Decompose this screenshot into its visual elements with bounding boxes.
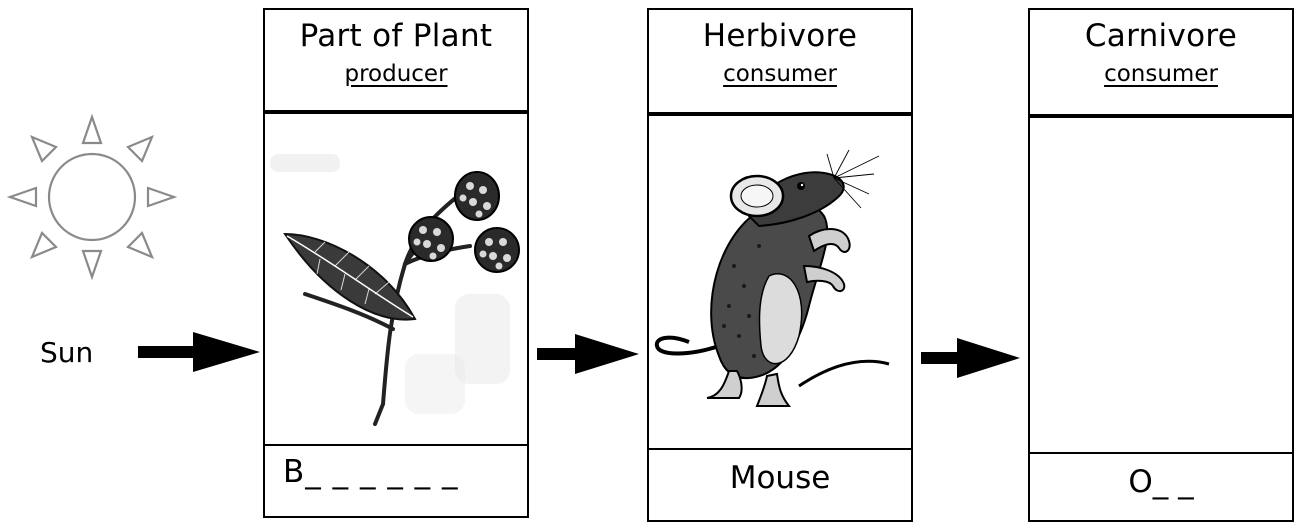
- producer-answer-box: B_ _ _ _ _ _: [263, 444, 529, 518]
- producer-title: Part of Plant: [265, 16, 527, 56]
- herbivore-title: Herbivore: [649, 16, 911, 56]
- blackberry-branch-illustration: [265, 114, 527, 444]
- producer-image-panel: [263, 112, 529, 446]
- carnivore-title: Carnivore: [1030, 16, 1292, 56]
- carnivore-image-panel: [1028, 116, 1294, 454]
- sun-icon: [0, 105, 190, 295]
- producer-header: Part of Plant producer: [263, 8, 529, 112]
- carnivore-answer: O_ _: [1128, 464, 1193, 500]
- sun-label: Sun: [40, 336, 93, 370]
- carnivore-header: Carnivore consumer: [1028, 8, 1294, 116]
- herbivore-answer-box: Mouse: [647, 448, 913, 522]
- herbivore-header: Herbivore consumer: [647, 8, 913, 114]
- arrow-producer-to-herbivore: [537, 332, 642, 376]
- carnivore-role: consumer: [1104, 60, 1218, 88]
- herbivore-answer: Mouse: [730, 460, 831, 496]
- arrow-sun-to-producer: [138, 330, 263, 374]
- producer-role: producer: [344, 60, 447, 88]
- herbivore-role: consumer: [723, 60, 837, 88]
- mouse-illustration: [649, 116, 911, 448]
- carnivore-answer-box: O_ _: [1028, 452, 1294, 522]
- herbivore-image-panel: [647, 114, 913, 450]
- producer-answer: B_ _ _ _ _ _: [283, 454, 459, 490]
- arrow-herbivore-to-carnivore: [921, 336, 1023, 380]
